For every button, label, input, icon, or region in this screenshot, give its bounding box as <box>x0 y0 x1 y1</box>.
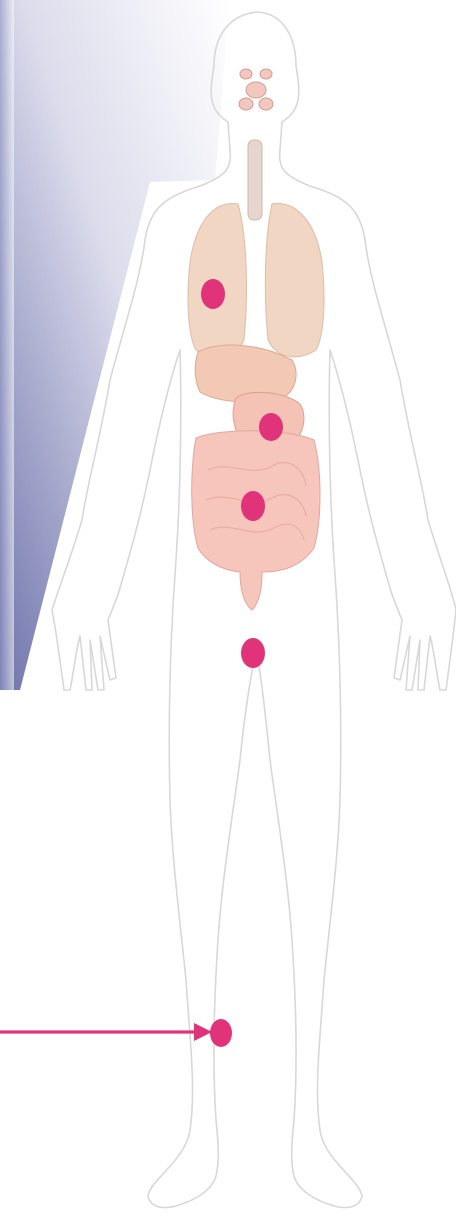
marker-lung <box>201 279 225 309</box>
marker-intestine <box>241 491 265 521</box>
trachea <box>248 140 262 220</box>
marker-stomach <box>259 413 283 441</box>
marker-groin <box>241 638 265 668</box>
marker-knee <box>210 1019 232 1047</box>
